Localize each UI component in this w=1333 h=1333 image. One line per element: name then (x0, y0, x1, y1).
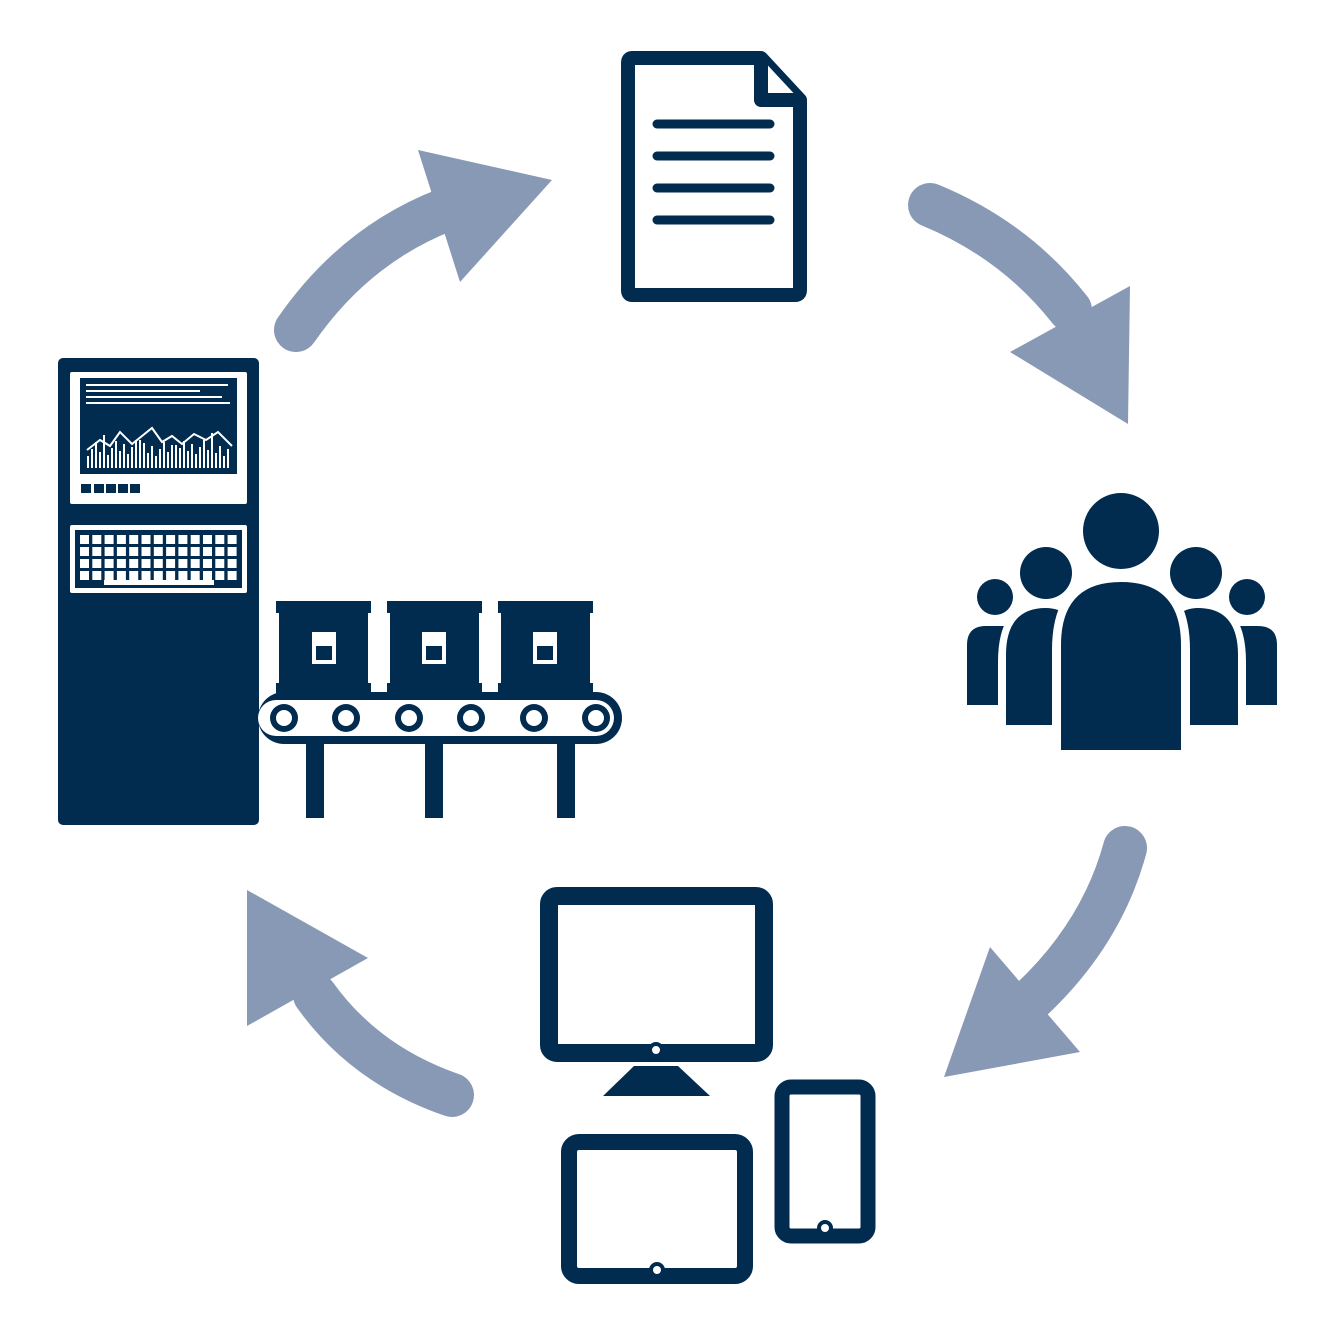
arrow-devices-to-factory (247, 890, 474, 1117)
arrow-factory-to-document (274, 150, 552, 352)
arrow-document-to-people (908, 183, 1130, 424)
box-icon (498, 601, 593, 693)
devices-icon (540, 887, 876, 1284)
conveyor-icon (258, 601, 622, 818)
arrow-people-to-devices (944, 826, 1147, 1077)
monitor-icon (540, 887, 773, 1096)
document-icon (621, 51, 807, 302)
control-cabinet-icon (58, 358, 259, 825)
keyboard-icon (80, 535, 237, 585)
box-icon (276, 601, 371, 693)
box-icon (387, 601, 482, 693)
factory-line-icon (58, 358, 622, 825)
people-group-icon (967, 487, 1277, 760)
phone-icon (774, 1079, 876, 1244)
tablet-icon (561, 1134, 753, 1284)
screen-chart-icon (86, 426, 233, 468)
